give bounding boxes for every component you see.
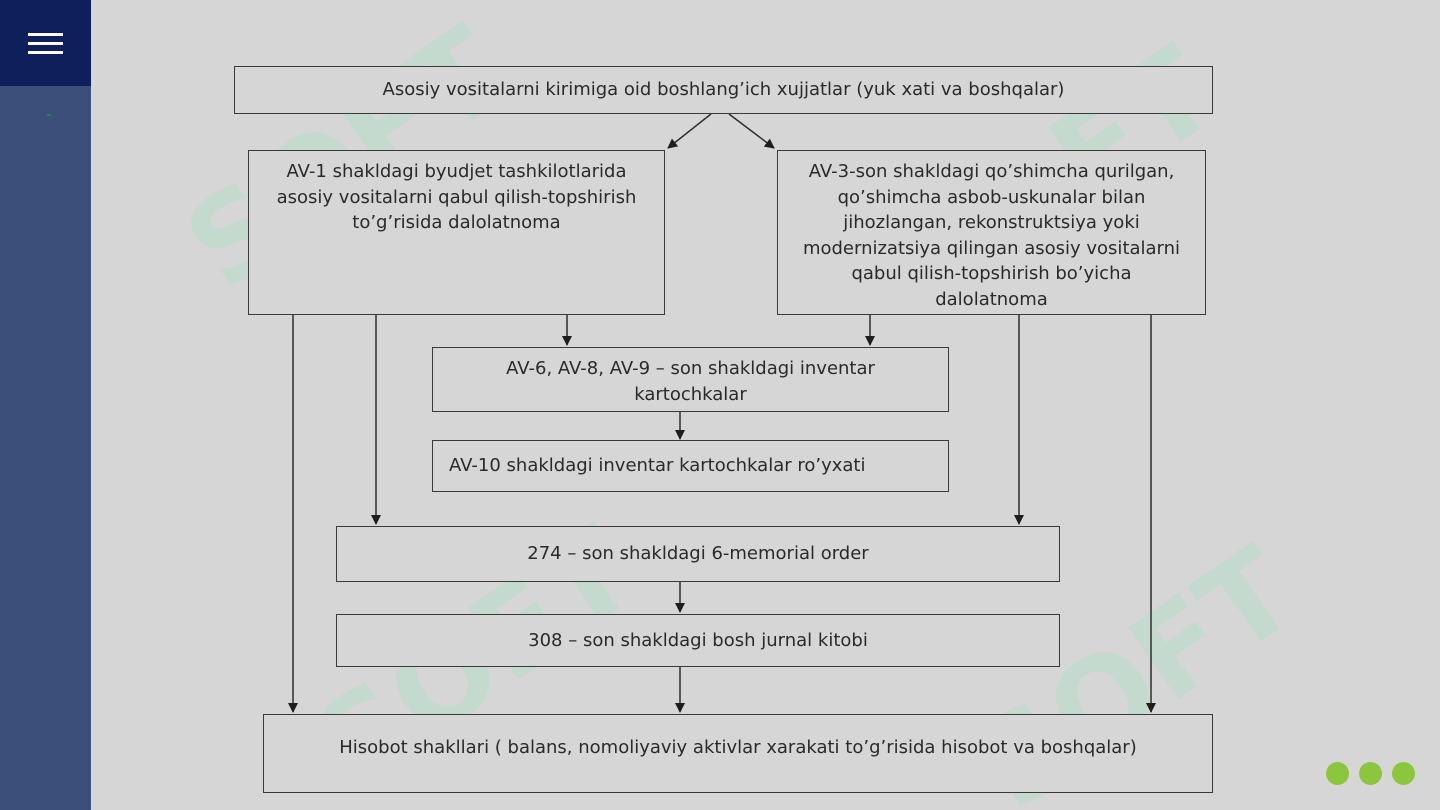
arrow-top-to-av1: [667, 113, 712, 149]
hamburger-menu-icon-line-1: [28, 33, 63, 36]
box-av3-act: AV-3-son shakldagi qo’shimcha qurilgan, …: [777, 150, 1206, 315]
menu-button[interactable]: [0, 0, 91, 86]
box-primary-documents: Asosiy vositalarni kirimiga oid boshlang…: [234, 66, 1213, 114]
nav-dot-1[interactable]: [1326, 762, 1349, 785]
nav-dot-3[interactable]: [1392, 762, 1415, 785]
nav-dot-2[interactable]: [1359, 762, 1382, 785]
hamburger-menu-icon-line-2: [28, 42, 63, 45]
arrow-top-to-av3: [728, 113, 775, 149]
slide-navigation: [1324, 762, 1420, 786]
box-av1-act: AV-1 shakldagi byudjet tashkilotlarida a…: [248, 150, 665, 315]
box-general-journal-308: 308 – son shakldagi bosh jurnal kitobi: [336, 614, 1060, 667]
box-av6-av8-av9-cards: AV-6, AV-8, AV-9 – son shakldagi inventa…: [432, 347, 949, 412]
box-memorial-order-274: 274 – son shakldagi 6-memorial order: [336, 526, 1060, 582]
box-av10-list: AV-10 shakldagi inventar kartochkalar ro…: [432, 440, 949, 492]
sidebar-marker: [47, 114, 51, 116]
box-reporting-forms: Hisobot shakllari ( balans, nomoliyaviy …: [263, 714, 1213, 793]
sidebar: [0, 0, 91, 810]
hamburger-menu-icon-line-3: [28, 51, 63, 54]
